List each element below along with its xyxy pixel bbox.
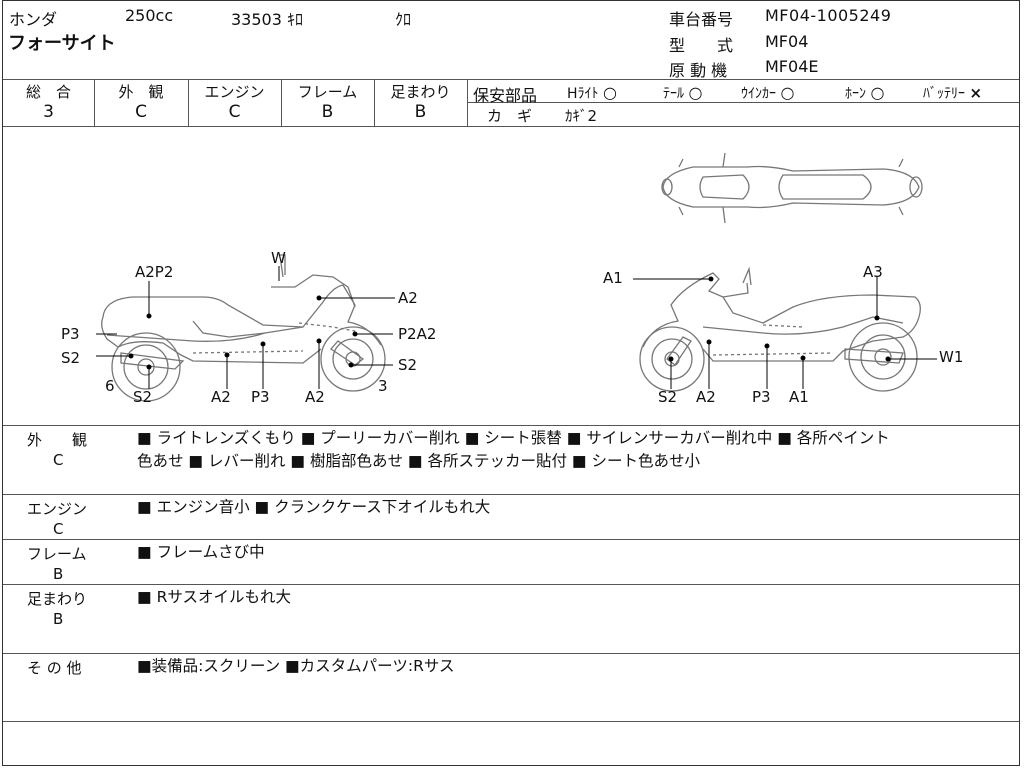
grade-suspension-label: 足まわり <box>390 83 451 101</box>
damage-label: A2 <box>305 388 325 406</box>
grade-frame-label: フレーム <box>297 83 358 101</box>
engine-value: MF04E <box>765 57 819 76</box>
type-value: MF04 <box>765 32 809 51</box>
damage-label: S2 <box>398 356 418 374</box>
safety-item-tail: ﾃｰﾙ ○ <box>663 83 703 102</box>
section-exterior-line: 色あせ ■ レバー削れ ■ 樹脂部色あせ ■ 各所ステッカー貼付 ■ シート色あ… <box>137 452 700 470</box>
grade-overall-label: 総 合 <box>25 83 71 101</box>
section-frame-grade: B <box>53 565 64 583</box>
safety-item-horn: ﾎｰﾝ ○ <box>845 83 885 102</box>
damage-label: W1 <box>939 348 964 366</box>
section-suspension-grade: B <box>53 610 64 628</box>
grade-overall-value: 3 <box>43 102 54 122</box>
grade-exterior-value: C <box>135 102 147 122</box>
frame-no: MF04-1005249 <box>765 6 892 25</box>
key-value: ｶｷﾞ2 <box>565 107 598 125</box>
right-scooter-drawing <box>639 266 921 392</box>
section-exterior-grade: C <box>53 451 64 469</box>
left-scooter-drawing <box>101 254 386 402</box>
frame-no-label: 車台番号 <box>669 10 734 29</box>
damage-label: W <box>271 249 286 267</box>
section-other-line: ■装備品:スクリーン ■カスタムパーツ:Rサス <box>137 657 455 675</box>
safety-item-headlight: Hﾗｲﾄ ○ <box>567 83 617 102</box>
section-exterior-title: 外 観 <box>27 431 88 449</box>
section-frame-line: ■ フレームさび中 <box>137 543 265 561</box>
damage-label: A2 <box>211 388 231 406</box>
grade-frame-value: B <box>321 102 334 122</box>
safety-label: 保安部品 <box>473 86 538 105</box>
divider <box>3 79 1019 80</box>
displacement: 250cc <box>125 6 174 25</box>
mileage: 33503 ｷﾛ <box>231 10 303 29</box>
engine-label: 原 動 機 <box>669 61 728 80</box>
section-engine-line: ■ エンジン音小 ■ クランクケース下オイルもれ大 <box>137 498 491 516</box>
grade-exterior-label: 外 観 <box>118 83 164 101</box>
damage-label: P3 <box>61 325 80 343</box>
section-suspension-line: ■ Rサスオイルもれ大 <box>137 588 292 606</box>
grade-engine-value: C <box>228 102 241 122</box>
safety-item-winker: ｳｲﾝｶｰ ○ <box>741 83 795 102</box>
top-view-drawing <box>661 152 923 224</box>
damage-label: S2 <box>133 388 153 406</box>
model-name: フォーサイト <box>8 33 116 54</box>
section-engine-grade: C <box>53 520 64 538</box>
damage-label: 3 <box>378 377 388 395</box>
damage-label: A2P2 <box>135 263 174 281</box>
damage-label: A3 <box>863 263 883 281</box>
grade-suspension-value: B <box>414 102 427 122</box>
section-engine-title: エンジン <box>27 500 88 518</box>
damage-label: S2 <box>658 388 678 406</box>
damage-label: A2 <box>696 388 716 406</box>
section-frame-title: フレーム <box>27 545 87 563</box>
damage-label: A2 <box>398 289 418 307</box>
key-label: カ ギ <box>487 107 533 125</box>
safety-item-battery: ﾊﾞｯﾃﾘｰ × <box>923 84 983 102</box>
damage-label: 6 <box>105 377 115 395</box>
scooter-diagram <box>96 152 937 402</box>
section-other-title: そ の 他 <box>27 659 82 677</box>
damage-label: P2A2 <box>398 325 437 343</box>
damage-label: A1 <box>603 269 623 287</box>
damage-label: P3 <box>752 388 771 406</box>
damage-label: S2 <box>61 349 81 367</box>
type-label: 型 式 <box>669 36 734 55</box>
section-exterior-line: ■ ライトレンズくもり ■ プーリーカバー削れ ■ シート張替 ■ サイレンサー… <box>137 429 890 447</box>
grade-engine-label: エンジン <box>204 83 265 101</box>
damage-label: A1 <box>789 388 809 406</box>
damage-label: P3 <box>251 388 270 406</box>
section-suspension-title: 足まわり <box>27 590 88 608</box>
color: ｸﾛ <box>395 10 412 29</box>
maker: ホンダ <box>9 10 58 29</box>
